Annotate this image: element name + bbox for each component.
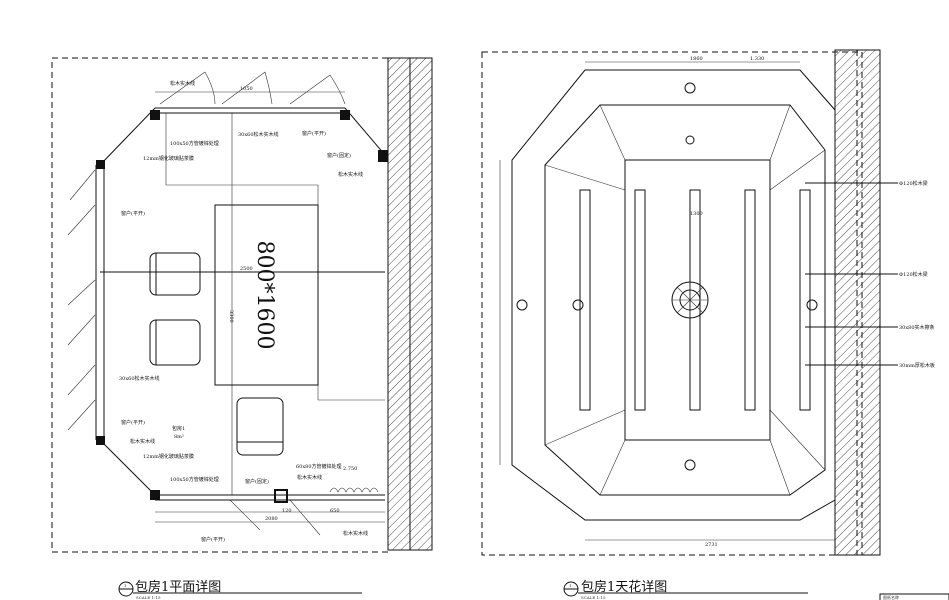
floor-plan: 800*1600 1050 2500 3300 2080 120 650 2.7… <box>51 57 433 600</box>
label: 30x60松木实木线 <box>119 375 160 382</box>
label: 30x60松木实木线 <box>238 131 279 138</box>
post <box>150 490 160 500</box>
label: 30mm厚松木板 <box>899 362 935 369</box>
label: 60x80方管镀锌处理 <box>296 463 342 470</box>
label: 100x50方管镀锌处理 <box>170 476 219 483</box>
label: 窗户(平开) <box>121 210 145 217</box>
label: 12mm钢化玻璃贴茶膜 <box>143 453 194 460</box>
label: 松木实木线 <box>297 474 322 481</box>
dim-bottom: 2080 <box>265 516 278 522</box>
room-name: 包房1 <box>172 425 185 432</box>
chair <box>149 252 201 296</box>
coil-detail <box>329 487 379 493</box>
dim-height: 3300 <box>228 310 234 323</box>
post <box>150 110 160 120</box>
interior-lines <box>165 113 385 495</box>
plan-title: 包房1平面详图 <box>135 579 221 595</box>
label: 松木实木线 <box>338 171 363 178</box>
post <box>96 436 105 445</box>
label: 100x50方管镀锌处理 <box>170 140 219 147</box>
label: Φ120松木梁 <box>899 180 928 187</box>
window-swings <box>67 71 346 431</box>
dim-120: 120 <box>282 508 292 514</box>
post <box>340 110 350 120</box>
label: 松木实木线 <box>343 530 368 537</box>
plan-boundary <box>51 57 389 553</box>
ceiling-center-panel <box>624 159 771 441</box>
title-block-text: 图纸名称 <box>883 594 899 600</box>
table-size-label: 800*1600 <box>252 241 277 350</box>
label: 松木实木线 <box>170 80 195 87</box>
dim-top: 1050 <box>240 86 253 92</box>
label: 30x80实木擦条 <box>899 324 935 331</box>
label: 窗户(固定) <box>245 478 269 485</box>
chandelier-icon <box>671 281 709 319</box>
ceiling-octagon <box>511 69 836 521</box>
dim-top2: 1.330 <box>750 56 764 62</box>
ceiling-plan: 1860 1.330 1300 2731 Φ120松木梁 Φ120松木梁 30x… <box>481 49 935 600</box>
post <box>378 150 388 162</box>
post <box>96 160 105 169</box>
label: 窗户(平开) <box>121 419 145 426</box>
ceiling-light-icon <box>516 82 818 471</box>
dining-table <box>214 204 319 386</box>
ceiling-title: 包房1天花详图 <box>581 579 667 595</box>
plan-scale: SCALE 1:15 <box>136 595 161 600</box>
window-swings-bottom <box>229 499 321 536</box>
title-block <box>879 593 949 600</box>
dim-650: 650 <box>330 508 340 514</box>
level-mark: 2.750 <box>343 466 357 472</box>
label: 松木实木线 <box>130 438 155 445</box>
steel-post <box>274 489 288 503</box>
label: 窗户(平开) <box>302 130 326 137</box>
label: Φ120松木梁 <box>899 271 928 278</box>
dim-inner: 1300 <box>690 211 703 217</box>
label: 12mm钢化玻璃贴茶膜 <box>143 155 194 162</box>
ceiling-scale: SCALE 1:15 <box>581 595 606 600</box>
drawing-number: 1 <box>124 583 127 588</box>
dim-bottom: 2731 <box>705 542 718 548</box>
chair <box>236 397 284 456</box>
room-area: 8m² <box>174 434 184 440</box>
chair <box>149 319 201 366</box>
dim-top: 1860 <box>690 56 703 62</box>
drawing-number: 1 <box>569 583 572 588</box>
label: 窗户(平开) <box>201 536 225 543</box>
label: 窗户(固定) <box>327 152 351 159</box>
ceiling-diagonal-beams <box>544 104 826 496</box>
dim-width: 2500 <box>240 266 253 272</box>
